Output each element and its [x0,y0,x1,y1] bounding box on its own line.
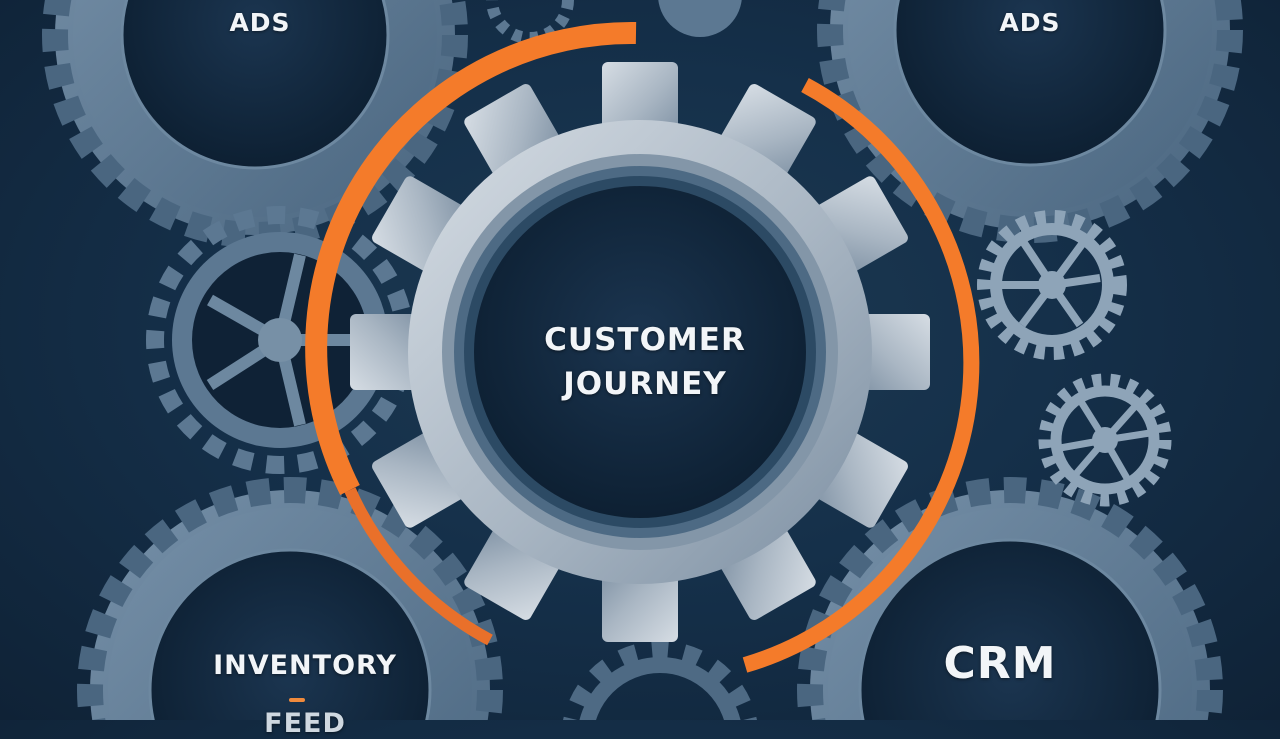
inventory-separator [289,698,305,702]
ads-label-right: ADS [999,8,1061,37]
feed-label: FEED [264,708,346,739]
gear-ads-left-icon [42,0,468,248]
ads-label-left: ADS [229,8,291,37]
center-label-line1: CUSTOMER [544,322,746,358]
diagram-canvas: ADS ADS CUSTOMER JOURNEY INVENTORY FEED … [42,0,1243,739]
crm-label: CRM [943,638,1057,689]
gear-small-lower-right-icon [1038,373,1172,507]
gear-small-upper-right-icon [977,210,1127,360]
center-label-line2: JOURNEY [563,366,727,402]
gear-crm-icon [797,477,1223,720]
inventory-label: INVENTORY [213,650,397,681]
gear-inventory-icon [77,477,503,720]
gear-bottom-center-icon [563,641,757,720]
orange-arc-icon [305,21,980,673]
gears-illustration [42,0,1243,720]
customer-journey-label: CUSTOMER JOURNEY [495,318,795,406]
center-gear-icon [350,62,930,642]
gear-ads-right-icon [817,0,1243,243]
